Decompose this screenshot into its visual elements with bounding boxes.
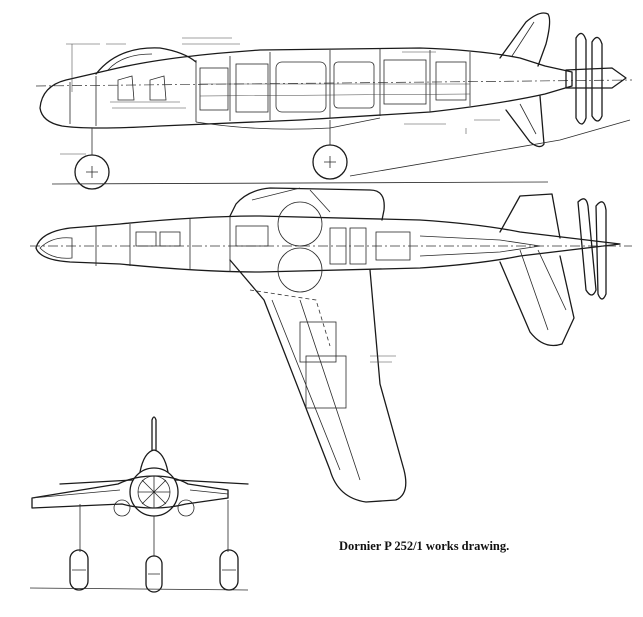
plan-view: [30, 187, 632, 503]
figure-caption: Dornier P 252/1 works drawing.: [339, 539, 510, 553]
front-view: [29, 416, 249, 593]
side-view: [35, 12, 633, 190]
